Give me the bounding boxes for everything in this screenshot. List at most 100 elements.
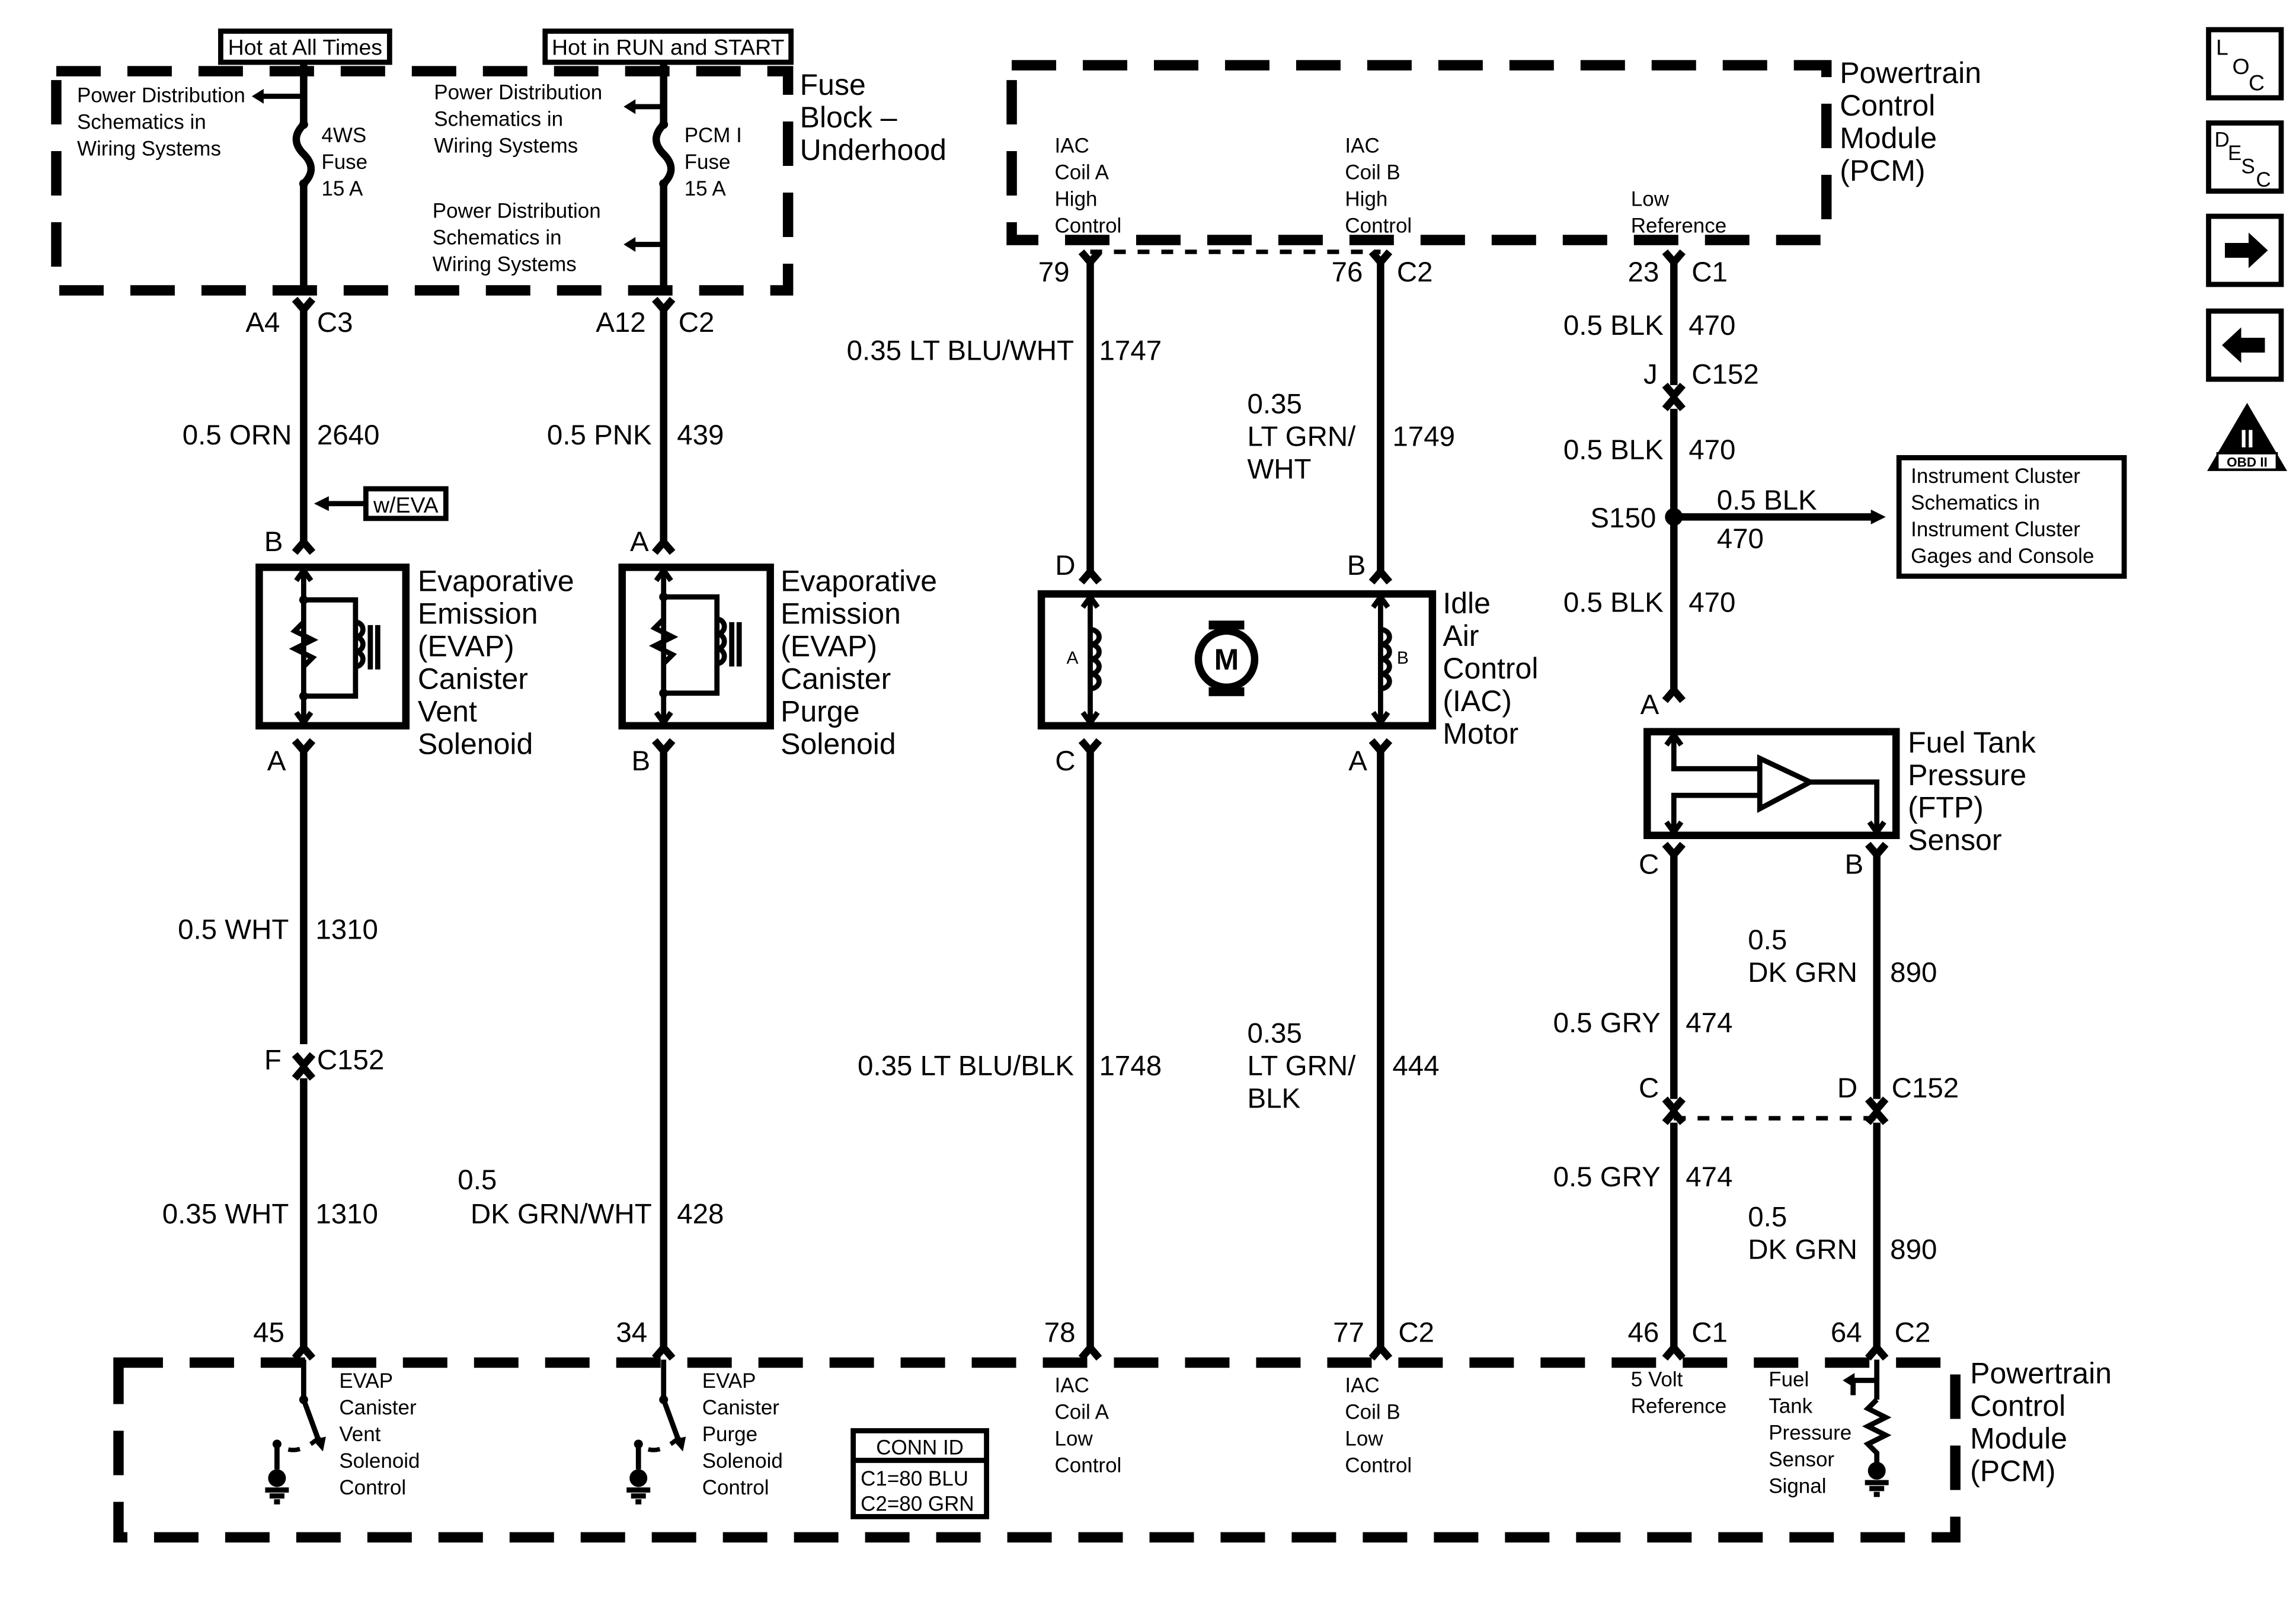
nav-loc-c: C: [2249, 71, 2265, 95]
fuse-pcm-dot-top: [659, 120, 669, 129]
iac-coil-a-label: A: [1067, 648, 1079, 668]
pcm-bot-title-1: Powertrain: [1970, 1356, 2112, 1390]
nav-prev-box[interactable]: [2206, 308, 2284, 382]
conn-j-chevron-2: [1662, 392, 1686, 411]
fuse-pcm-1: PCM I: [685, 124, 742, 147]
iac-a-low-4: Control: [1055, 1454, 1122, 1477]
column-ftp: 23 C1 0.5 BLK 470 J C152 0.5 BLK 470 S15…: [1553, 249, 2127, 1361]
pin-d-c152: D: [1837, 1073, 1857, 1104]
nav-next-button[interactable]: [2206, 213, 2284, 287]
conn-c-ftp-chevron: [1662, 841, 1686, 860]
wire-470c-color: 0.5 BLK: [1717, 485, 1817, 516]
low-ref-1: Low: [1631, 188, 1670, 211]
iac-a-high-2: Coil A: [1055, 161, 1109, 184]
wire-1749-color1: LT GRN/: [1247, 421, 1356, 452]
evap-purge-ctl-4: Solenoid: [702, 1449, 783, 1473]
conn-a4-chevron: [292, 296, 316, 316]
ftp-line-1: [1671, 731, 1760, 772]
hot-all-times-label: Hot at All Times: [228, 35, 382, 60]
vent-label-2: Emission: [418, 597, 538, 630]
nav-desc-box[interactable]: [2206, 120, 2284, 194]
hot-run-start-label: Hot in RUN and START: [552, 35, 784, 60]
cluster-arrow: [1870, 509, 1886, 524]
ftp-signal-4: Sensor: [1769, 1448, 1834, 1471]
evap-vent-ctl-2: Canister: [339, 1396, 417, 1419]
arrow-right-icon: [2225, 232, 2268, 268]
vent-label-4: Canister: [418, 662, 528, 695]
iac-b-arrow-down: [1371, 710, 1390, 728]
purge-driver-link: [637, 1435, 682, 1452]
wire-474b-color: 0.5 GRY: [1553, 1161, 1661, 1193]
pd3-line3: Wiring Systems: [433, 252, 577, 276]
purge-label-3: (EVAP): [781, 629, 877, 662]
iac-a-low-1: IAC: [1055, 1374, 1089, 1397]
pin-c1-pcm: C1: [1691, 257, 1728, 288]
nav-next-box[interactable]: [2206, 213, 2284, 287]
iac-motor-box: [1037, 590, 1437, 730]
fuse-pcm-2: Fuse: [685, 151, 731, 174]
iac-label-3: Control: [1443, 652, 1538, 685]
column-iac-a: 79 0.35 LT BLU/WHT 1747 D C 0.35 LT BLU/…: [847, 249, 1162, 1361]
ftp-pullup-arrow: [1843, 1373, 1855, 1388]
wire-474b-num: 474: [1686, 1161, 1732, 1193]
wire-470a-color: 0.5 BLK: [1563, 310, 1664, 341]
pcm-top-title-1: Powertrain: [1840, 56, 1981, 89]
purge-node-1: [659, 592, 669, 601]
pin-f: F: [264, 1045, 282, 1076]
wire-1748-num: 1748: [1099, 1051, 1162, 1082]
nav-loc-button[interactable]: L O C: [2206, 27, 2284, 101]
wire-890a-size: 0.5: [1748, 924, 1787, 956]
pcm-bot-title-3: Module: [1970, 1422, 2067, 1455]
pd1-arrow-head: [251, 89, 264, 104]
wire-2640-color: 0.5 ORN: [183, 420, 292, 451]
obd-roman: II: [2240, 425, 2255, 453]
iac-motor: A B M Idle Air Control (IAC) Motor: [1037, 587, 1538, 750]
pin-a4: A4: [245, 307, 280, 338]
pin-j: J: [1643, 359, 1658, 390]
fuse-4ws-dot-top: [299, 120, 308, 129]
pd1-line2: Schematics in: [77, 111, 206, 134]
iac-b-low-3: Low: [1345, 1427, 1383, 1450]
conn-b-purge-chevron: [651, 738, 676, 757]
nav-desc-s: S: [2241, 155, 2255, 178]
pin-76: 76: [1332, 257, 1363, 288]
ftp-pullup: [1843, 1359, 1892, 1497]
iac-b-low-1: IAC: [1345, 1374, 1379, 1397]
nav-prev-button[interactable]: [2206, 308, 2284, 382]
vent-label-6: Solenoid: [418, 727, 533, 760]
conn-23-chevron: [1662, 249, 1686, 268]
vent-ground-dot: [268, 1469, 286, 1487]
pcm-top-title-4: (PCM): [1840, 154, 1925, 187]
motor-label: M: [1214, 643, 1239, 676]
iac-b-high-1: IAC: [1345, 135, 1379, 158]
conn-77-chevron: [1368, 1342, 1393, 1361]
motor-circle: [1194, 627, 1259, 692]
purge-coil-loop: [663, 594, 720, 696]
pd3-line1: Power Distribution: [433, 200, 601, 223]
wire-1310b-num: 1310: [315, 1199, 378, 1230]
ftp-arrow-up: [1664, 730, 1684, 747]
nav-loc-box[interactable]: [2206, 27, 2284, 101]
wire-1749-num: 1749: [1392, 421, 1455, 452]
conn-34-chevron: [651, 1342, 676, 1361]
pin-s150: S150: [1590, 502, 1656, 534]
ftp-signal-2: Tank: [1769, 1394, 1812, 1417]
conn-id-c1: C1=80 BLU: [861, 1467, 968, 1490]
iac-a-high-3: High: [1055, 188, 1098, 211]
wire-444-num: 444: [1392, 1051, 1439, 1082]
pin-b-purge: B: [632, 745, 651, 777]
hot-run-start-box: [542, 28, 794, 65]
pin-c152-f: C152: [317, 1045, 384, 1076]
ftp-ground-dot: [1868, 1461, 1886, 1480]
iac-coil-b: [1380, 626, 1392, 692]
motor-brush-top: [1208, 620, 1245, 630]
wire-890b-num: 890: [1890, 1234, 1937, 1266]
evap-purge-ctl-3: Purge: [702, 1423, 757, 1446]
nav-obd-button[interactable]: II OBD II: [2207, 402, 2288, 471]
purge-ground-dot: [629, 1469, 648, 1487]
fuse-pcm-3: 15 A: [685, 177, 727, 200]
nav-desc-button[interactable]: D E S C: [2206, 120, 2284, 194]
evap-purge-ctl-2: Canister: [702, 1396, 780, 1419]
vent-node-1: [299, 595, 308, 604]
